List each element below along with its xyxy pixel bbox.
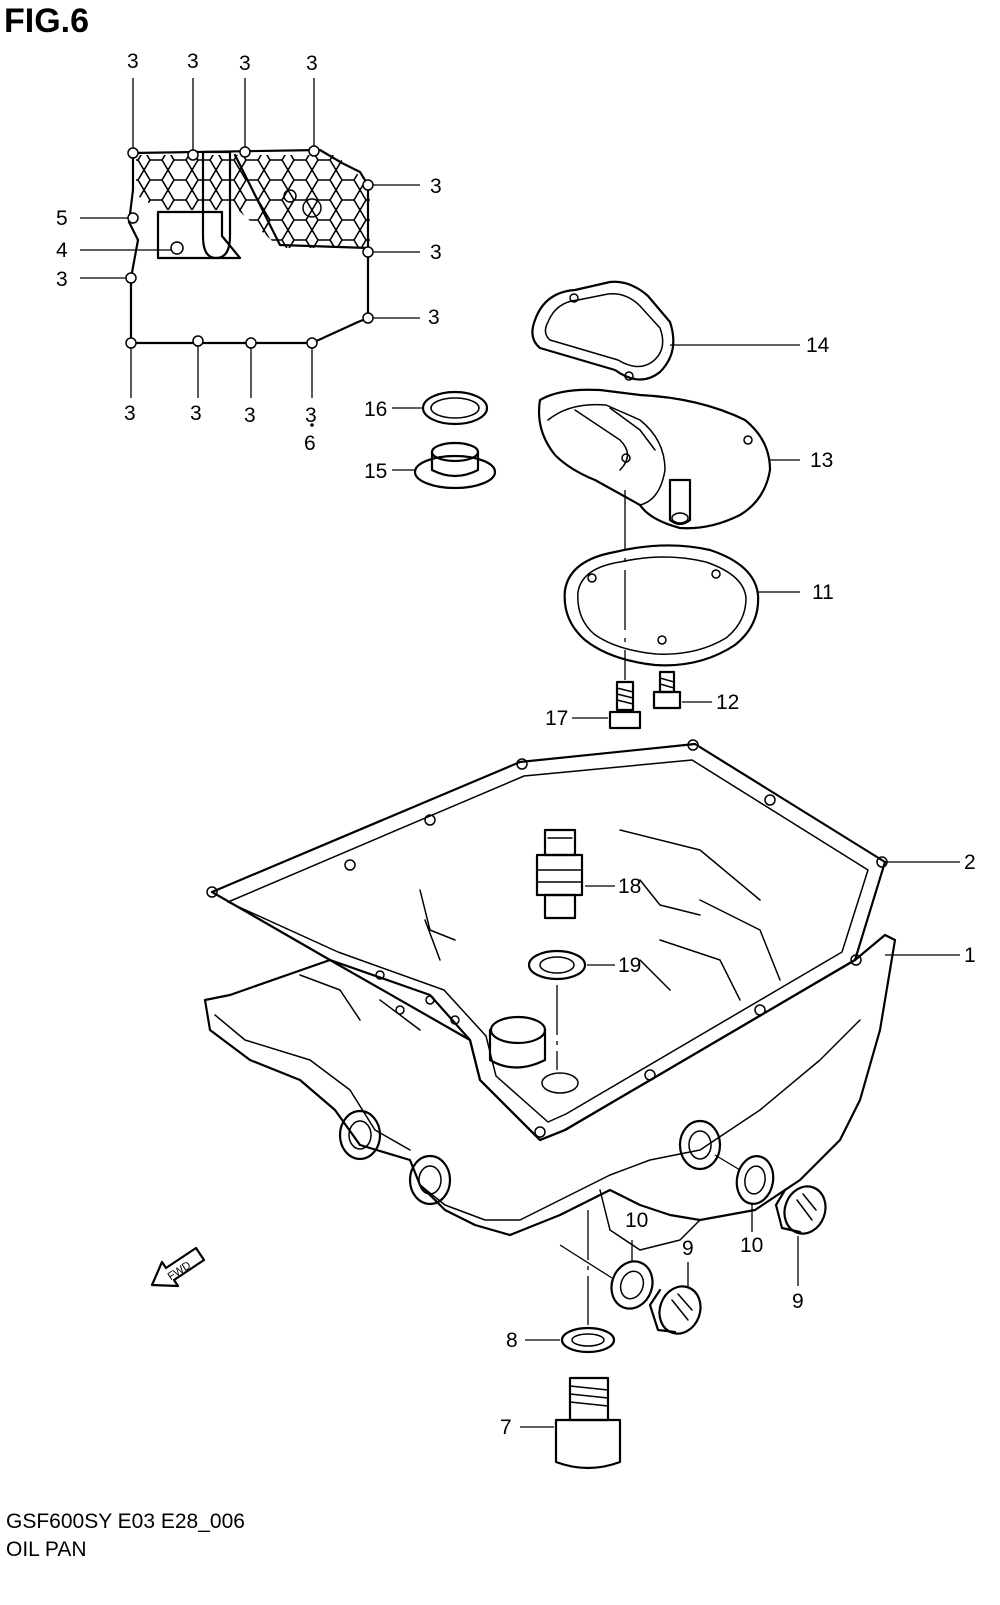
drain-plug-7	[520, 1376, 622, 1470]
callout-3: 3	[305, 404, 317, 427]
callout-18: 18	[618, 875, 641, 898]
callout-15: 15	[364, 460, 387, 483]
plug-9-right	[774, 1185, 827, 1286]
callout-3: 3	[124, 402, 136, 425]
strainer-leaders	[80, 78, 420, 427]
callout-3: 3	[430, 241, 442, 264]
oil-cooler-cover	[537, 388, 800, 530]
callout-9: 9	[682, 1237, 694, 1260]
bolt-17	[572, 680, 642, 730]
cover-gasket	[531, 280, 800, 381]
plug-9-left	[648, 1262, 702, 1335]
callout-3: 3	[244, 404, 256, 427]
callout-3: 3	[239, 52, 251, 75]
washer-19	[527, 949, 615, 1070]
callout-17: 17	[545, 707, 568, 730]
washer-10-left	[559, 1240, 654, 1310]
callout-3: 3	[56, 268, 68, 291]
oil-strainer-gasket	[127, 148, 370, 345]
diagram-code: GSF600SY E03 E28_006	[6, 1510, 245, 1533]
seal-15	[392, 441, 497, 490]
callout-1: 1	[964, 944, 976, 967]
callout-3: 3	[430, 175, 442, 198]
callout-8: 8	[506, 1329, 518, 1352]
callout-3: 3	[187, 50, 199, 73]
callout-3: 3	[190, 402, 202, 425]
callout-10: 10	[625, 1209, 648, 1232]
bolt-12	[652, 670, 712, 710]
oil-pressure-switch	[535, 828, 615, 920]
cover-base-gasket	[563, 544, 800, 667]
oil-pan	[203, 829, 960, 1251]
callout-16: 16	[364, 398, 387, 421]
callout-13: 13	[810, 449, 833, 472]
callout-5: 5	[56, 207, 68, 230]
callout-3: 3	[428, 306, 440, 329]
callout-4: 4	[56, 239, 68, 262]
callout-11: 11	[812, 581, 834, 604]
washer-10-right	[714, 1154, 775, 1232]
callout-9: 9	[792, 1290, 804, 1313]
callout-14: 14	[806, 334, 830, 357]
callout-6: 6	[304, 432, 316, 455]
o-ring-16	[392, 390, 489, 426]
fwd-label: FWD	[166, 1259, 194, 1283]
figure-title: FIG.6	[4, 2, 90, 40]
callout-19: 19	[618, 954, 641, 977]
washer-8	[525, 1210, 616, 1354]
callout-labels: 3 3 3 3 3 3 3 5 4 3 3 3 3 3 6 14 13 11 1…	[56, 50, 976, 1439]
callout-7: 7	[500, 1416, 512, 1439]
callout-2: 2	[964, 851, 976, 874]
callout-12: 12	[716, 691, 739, 714]
gasket-bolt-holes	[206, 739, 888, 1138]
fwd-arrow-icon: FWD	[150, 1246, 206, 1288]
callout-10: 10	[740, 1234, 763, 1257]
callout-3: 3	[127, 50, 139, 73]
callout-3: 3	[306, 52, 318, 75]
oil-pan-gasket	[206, 739, 960, 1142]
diagram-caption: OIL PAN	[6, 1538, 87, 1561]
